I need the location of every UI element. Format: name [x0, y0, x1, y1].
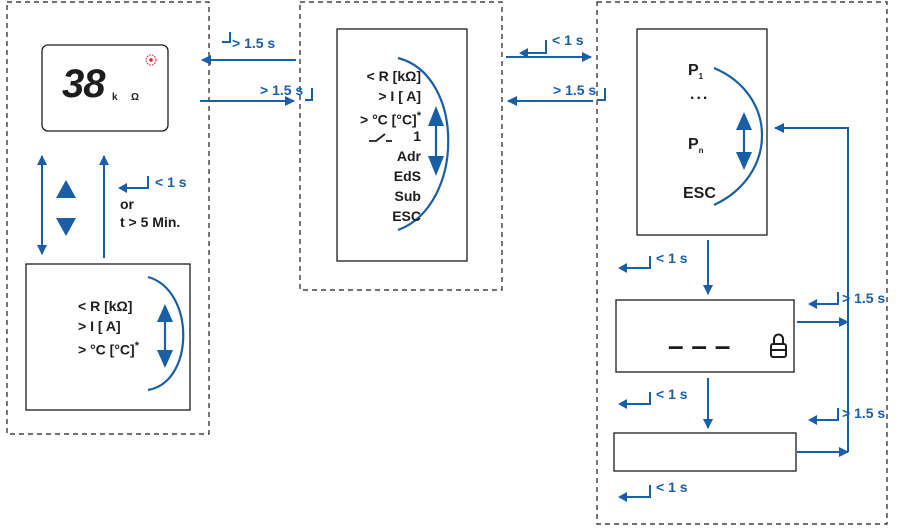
timing-lock-entry: < 1 s — [656, 250, 688, 266]
middle-menu-box — [336, 28, 468, 262]
middle-menu-item-temp: > °C [°C]* — [360, 110, 421, 128]
middle-menu-list: < R [kΩ] > I [ A] > °C [°C]* 1 Adr EdS S… — [335, 66, 421, 226]
display-unit: Ω — [131, 92, 140, 103]
timing-value-entry: < 1 s — [656, 386, 688, 402]
param-last: Pn — [688, 136, 704, 156]
middle-menu-item-i: > I [ A] — [378, 88, 421, 104]
left-short-press-label: < 1 s — [155, 174, 187, 190]
middle-menu-item-relay: 1 — [413, 128, 421, 144]
display-unit-prefix: k — [112, 92, 118, 103]
left-or-label: or — [120, 196, 134, 212]
middle-menu-item-eds: EdS — [393, 168, 421, 184]
left-timeout-label: t > 5 Min. — [120, 214, 181, 230]
timing-lock-return: > 1.5 s — [842, 290, 886, 306]
middle-menu-item-r: < R [kΩ] — [366, 68, 421, 84]
group-frame-left — [6, 1, 210, 435]
param-dots: ... — [690, 86, 710, 103]
right-cycle-curve — [713, 66, 763, 206]
middle-cycle-curve — [397, 56, 450, 232]
timing-left-bottom: > 1.5 s — [260, 82, 304, 98]
left-menu-item-r: < R [kΩ] — [78, 298, 133, 314]
relay-contact-icon — [369, 133, 392, 142]
timing-value-return: > 1.5 s — [842, 405, 886, 421]
left-updown-arrows — [56, 180, 76, 236]
value-box — [613, 432, 797, 472]
param-first: P1 — [688, 62, 704, 82]
lock-dashes: – – – — [668, 330, 731, 361]
timing-value-exit: < 1 s — [656, 479, 688, 495]
left-menu-item-temp: > °C [°C]* — [78, 340, 139, 358]
display-value: 38 — [62, 62, 105, 106]
group-frame-middle — [299, 1, 503, 291]
middle-menu-item-adr: Adr — [396, 148, 421, 164]
group-frame-right — [596, 1, 888, 525]
lcd-display-box — [41, 44, 169, 132]
left-cycle-curve — [147, 275, 185, 392]
middle-menu-item-esc: ESC — [392, 208, 421, 224]
timing-right-top: < 1 s — [552, 32, 584, 48]
timing-left-top: > 1.5 s — [232, 35, 276, 51]
left-menu-item-i: > I [ A] — [78, 318, 121, 334]
left-menu-list: < R [kΩ] > I [ A] > °C [°C]* — [78, 296, 139, 358]
middle-menu-item-sub: Sub — [394, 188, 421, 204]
left-menu-box — [25, 263, 191, 411]
parameter-box — [636, 28, 768, 236]
arrow-return-to-param — [774, 123, 849, 452]
timing-right-bottom: > 1.5 s — [553, 82, 597, 98]
param-esc: ESC — [683, 185, 716, 202]
up-down-arrows-icon — [157, 106, 752, 368]
display-marker-icon — [145, 54, 157, 66]
lock-icon — [770, 333, 787, 358]
lock-box — [615, 299, 795, 373]
